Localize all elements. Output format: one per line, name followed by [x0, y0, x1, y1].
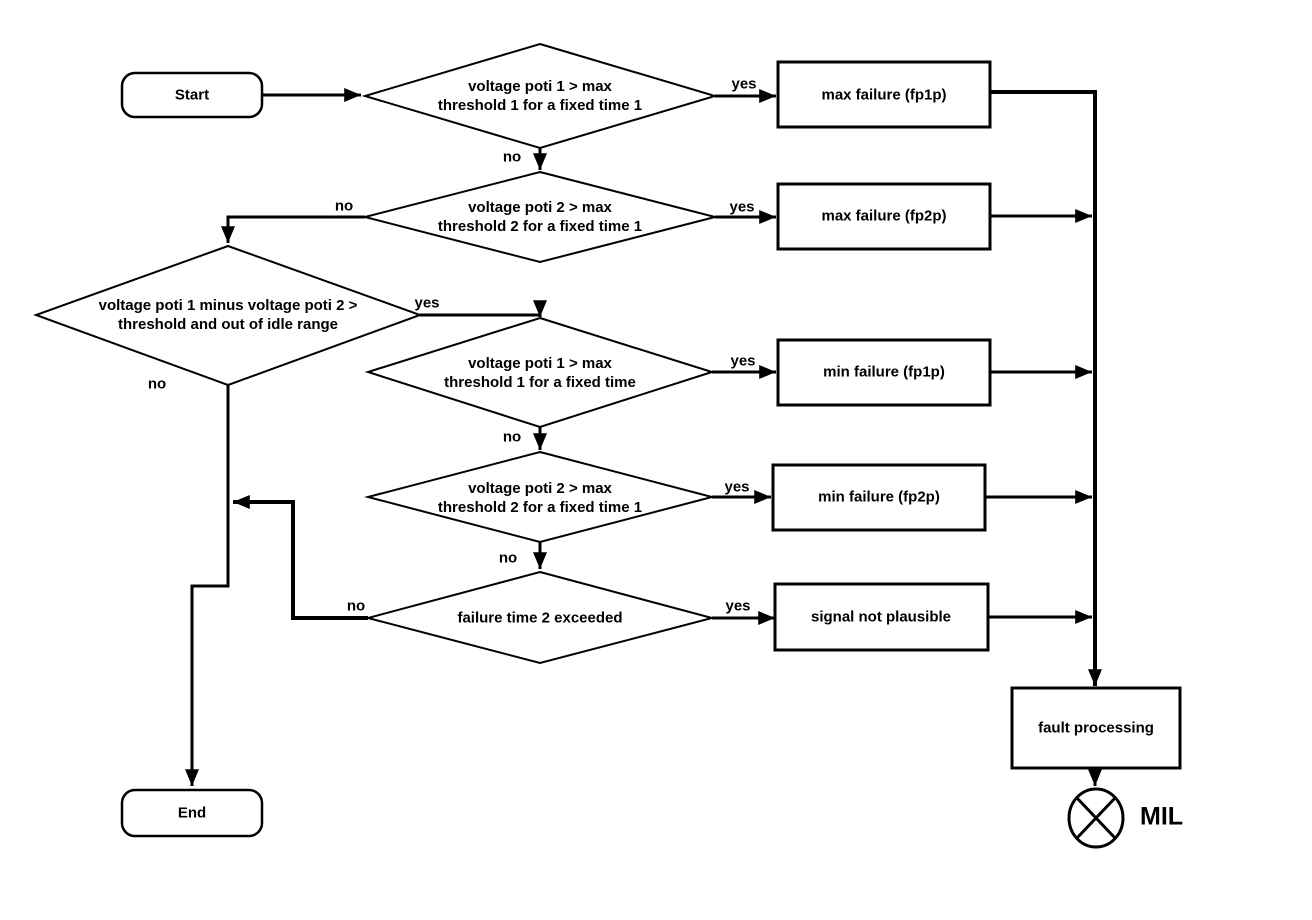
process-min-failure-fp2p-label: min failure (fp2p): [818, 488, 940, 506]
process-min-failure-fp1p-label: min failure (fp1p): [823, 363, 945, 381]
branch-label-plausibility-no: no: [147, 375, 167, 393]
connector-plausibility-yes: [420, 300, 547, 318]
branch-label-min2-yes: yes: [724, 478, 750, 496]
branch-label-max2-no: no: [334, 197, 354, 215]
process-min-failure-fp1p-shape: [776, 338, 992, 407]
branch-label-failure-time-yes: yes: [725, 597, 751, 615]
branch-label-min2-no: no: [498, 549, 518, 567]
process-max-failure-fp2p-label: max failure (fp2p): [821, 207, 947, 225]
connector-plausibility-no-to-end: [185, 385, 230, 786]
start-node-label: Start: [174, 86, 210, 104]
end-node-label: End: [177, 804, 207, 822]
decision-max2-shape: [364, 170, 716, 264]
process-max-failure-fp2p-shape: [776, 182, 992, 251]
process-signal-not-plausible-label: signal not plausible: [810, 608, 952, 626]
decision-min1-label: voltage poti 1 > max threshold 1 for a f…: [444, 355, 636, 391]
decision-failure-time-shape: [364, 570, 716, 665]
branch-label-min1-no: no: [502, 428, 522, 446]
start-node-shape: [120, 71, 264, 119]
branch-label-min1-yes: yes: [730, 352, 756, 370]
decision-min2-label: voltage poti 2 > max threshold 2 for a f…: [437, 480, 643, 516]
branch-label-failure-time-no: no: [346, 597, 366, 615]
process-fault-processing-shape: [1010, 686, 1182, 770]
end-node-shape: [120, 788, 264, 838]
decision-max1-label: voltage poti 1 > max threshold 1 for a f…: [437, 78, 643, 114]
branch-label-max1-yes: yes: [731, 75, 757, 93]
connector-box-max1-to-fault-trunk: [990, 90, 1102, 686]
decision-max1-shape: [361, 42, 719, 150]
branch-label-max1-no: no: [502, 148, 522, 166]
process-max-failure-fp1p-label: max failure (fp1p): [821, 86, 947, 104]
decision-plausibility-shape: [33, 244, 423, 387]
process-signal-not-plausible-shape: [773, 582, 990, 652]
branch-label-plausibility-yes: yes: [414, 294, 440, 312]
process-max-failure-fp1p-shape: [776, 60, 992, 129]
connector-decision-max2-no: [221, 215, 365, 243]
branch-label-max2-yes: yes: [729, 198, 755, 216]
decision-plausibility-label: voltage poti 1 minus voltage poti 2 > th…: [98, 297, 358, 333]
decision-max2-label: voltage poti 2 > max threshold 2 for a f…: [437, 199, 643, 235]
process-fault-processing-label: fault processing: [1038, 719, 1154, 737]
mil-indicator-label: MIL: [1140, 802, 1184, 831]
decision-failure-time-label: failure time 2 exceeded: [457, 609, 623, 627]
process-min-failure-fp2p-shape: [771, 463, 987, 532]
decision-min2-shape: [364, 450, 716, 544]
mil-lamp-icon: [1067, 787, 1125, 849]
decision-min1-shape: [364, 316, 716, 429]
connector-failure-time-no-return: [233, 495, 368, 620]
